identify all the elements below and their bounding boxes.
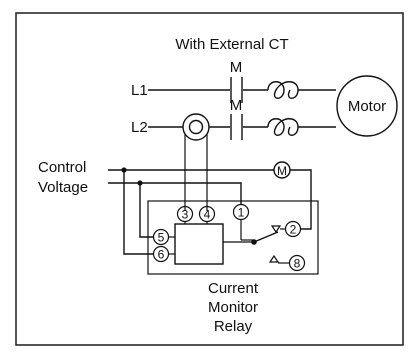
control-voltage-label-1: Control [38,159,86,176]
terminal-1: 1 [232,203,250,221]
diagram-border [15,12,404,346]
control-voltage-label-2: Voltage [38,179,88,196]
terminal-4: 4 [198,205,216,223]
svg-text:8: 8 [294,257,301,271]
svg-text:1: 1 [238,206,245,220]
relay-caption-line-3: Relay [214,318,253,335]
coil-m-to-terminal-2 [290,169,312,230]
current-transformer-inner [188,119,204,135]
label-l1: L1 [131,82,148,99]
motor-label: Motor [348,98,386,115]
coil-m-label: M [277,164,287,178]
label-l2: L2 [131,119,148,136]
relay-enclosure [147,200,319,275]
svg-text:5: 5 [158,231,165,245]
relay-module [174,223,224,265]
terminal-6: 6 [152,245,170,263]
diagram-title: With External CT [175,36,288,53]
svg-text:3: 3 [182,208,189,222]
terminal-3: 3 [176,205,194,223]
contact-m2-label: M [230,97,243,114]
overload-l1 [267,81,299,99]
contact-arm [253,231,279,243]
wire-to-terminal-1 [140,182,242,205]
relay-caption-line-1: Current [208,280,259,297]
motor-circle [336,75,398,137]
svg-text:2: 2 [290,223,297,237]
terminal-5: 5 [152,228,170,246]
relay-caption-line-2: Monitor [208,299,258,316]
terminal-8: 8 [288,254,306,272]
contact-triangle-2 [270,225,282,234]
contact-m1-label: M [230,59,243,76]
svg-text:6: 6 [158,248,165,262]
svg-text:4: 4 [204,208,211,222]
wire-to-terminal-6 [123,170,154,255]
terminal-2: 2 [284,220,302,238]
current-transformer-outer [182,113,210,141]
wire-to-terminal-5 [139,183,154,238]
overload-l2 [267,118,299,136]
contact-triangle-8 [268,254,280,263]
